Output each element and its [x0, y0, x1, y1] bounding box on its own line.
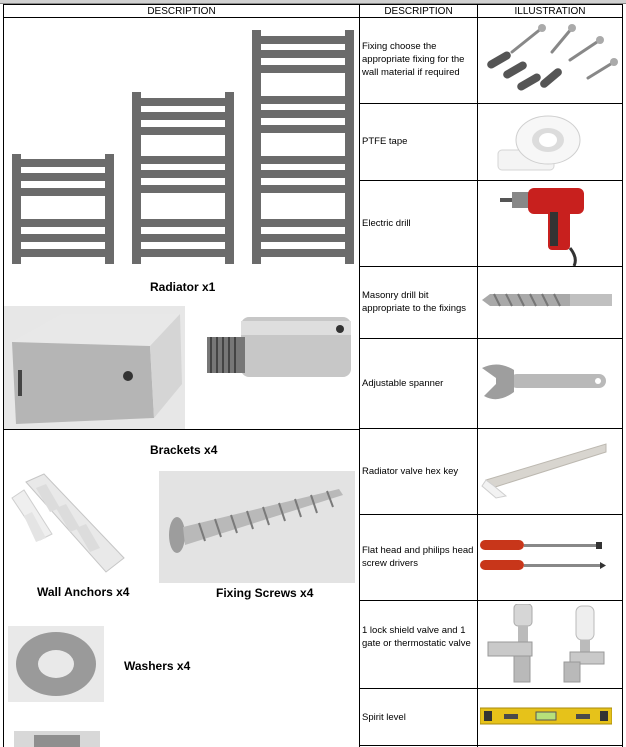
- wall-anchors-image: [6, 468, 131, 582]
- tool-description-hex-key: Radiator valve hex key: [362, 466, 459, 477]
- row-line-6: [359, 514, 623, 515]
- header-illustration: ILLUSTRATION: [477, 4, 623, 18]
- bracket-cylinder-image: [201, 307, 356, 394]
- column-divider-2: [477, 18, 478, 747]
- brackets-caption: Brackets x4: [150, 443, 218, 457]
- left-panel-border: [3, 18, 4, 747]
- electric-drill-icon: [500, 188, 584, 266]
- header-right-description: DESCRIPTION: [359, 4, 478, 18]
- left-panel-line: [3, 429, 359, 430]
- washers-caption: Washers x4: [124, 659, 191, 673]
- tool-description-screwdrivers: Flat head and philips head screw drivers: [362, 545, 474, 569]
- row-line-4: [359, 338, 623, 339]
- spirit-level-icon: [480, 707, 612, 725]
- tool-description-drill: Electric drill: [362, 218, 411, 229]
- tool-description-spanner: Adjustable spanner: [362, 378, 444, 389]
- row-line-3: [359, 266, 623, 267]
- top-border: [0, 0, 626, 4]
- tool-description-drill-bit: Masonry drill bit appropriate to the fix…: [362, 290, 467, 314]
- fixings-icon: [487, 24, 618, 91]
- column-divider-1: [359, 18, 360, 747]
- right-border: [622, 18, 623, 747]
- radiators-illustration: [12, 30, 354, 264]
- extra-component-image: [14, 731, 100, 747]
- valves-icon: [487, 604, 605, 683]
- row-line-7: [359, 600, 623, 601]
- screwdrivers-icon: [480, 540, 606, 570]
- spanner-icon: [482, 364, 606, 400]
- row-line-5: [359, 428, 623, 429]
- washer-image: [8, 626, 104, 702]
- tool-description-ptfe: PTFE tape: [362, 136, 408, 147]
- ptfe-tape-icon: [497, 115, 581, 171]
- row-line-2: [359, 180, 623, 181]
- hex-key-icon: [481, 443, 607, 499]
- header-left-description: DESCRIPTION: [3, 4, 360, 18]
- fixing-screws-caption: Fixing Screws x4: [216, 586, 314, 600]
- row-line-1: [359, 103, 623, 104]
- fixing-screw-image: [159, 471, 355, 583]
- tool-description-valves: 1 lock shield valve and 1 gate or thermo…: [362, 625, 471, 649]
- drill-bit-icon: [482, 293, 612, 307]
- radiator-caption: Radiator x1: [150, 280, 216, 294]
- bracket-block-image: [4, 306, 185, 429]
- row-line-8: [359, 688, 623, 689]
- row-line-9: [359, 745, 623, 746]
- tool-description-fixings: Fixing choose the appropriate fixing for…: [362, 41, 465, 78]
- tool-description-spirit-level: Spirit level: [362, 712, 406, 723]
- wall-anchors-caption: Wall Anchors x4: [37, 585, 130, 599]
